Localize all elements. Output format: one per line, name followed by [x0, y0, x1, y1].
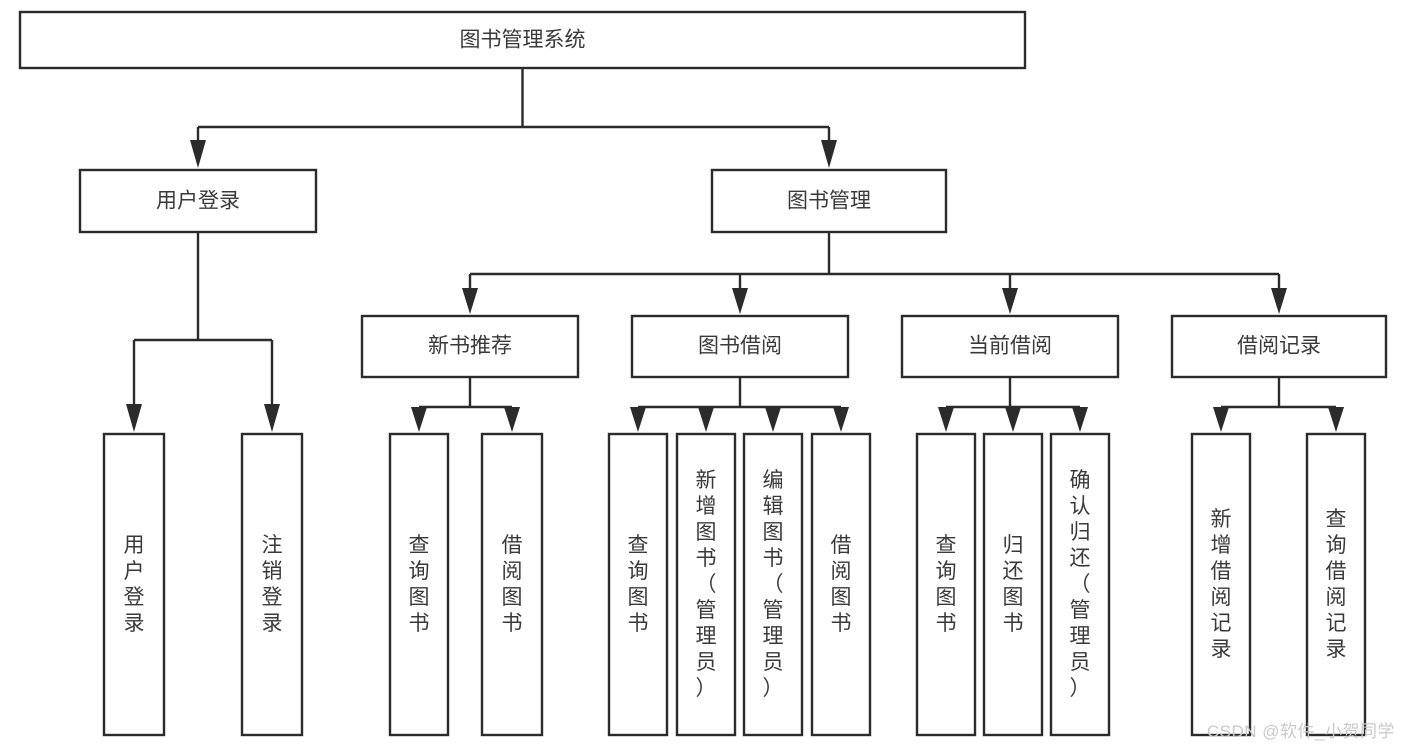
node-leaf-logout-box[interactable]	[240, 432, 304, 737]
csdn-watermark: CSDN @软件_小贺同学	[1206, 722, 1395, 741]
arrow-head-leaf-query-record	[1328, 407, 1344, 432]
node-leaf-query-book-borrow-box[interactable]	[607, 432, 669, 737]
node-borrow-record[interactable]: 借阅记录	[1170, 314, 1388, 379]
node-leaf-query-borrow-record-label: 查询借阅记录	[1326, 508, 1347, 661]
node-leaf-borrow-book-box[interactable]	[810, 432, 872, 737]
node-leaf-user-login-box[interactable]	[102, 432, 166, 737]
node-current-borrow[interactable]: 当前借阅	[900, 314, 1120, 379]
node-new-book-recommend[interactable]: 新书推荐	[360, 314, 580, 379]
node-book-borrow-box[interactable]	[630, 314, 850, 379]
node-leaf-query-book-rec[interactable]: 查询图书	[388, 432, 450, 737]
node-root[interactable]: 图书管理系统	[18, 10, 1027, 70]
node-root-box[interactable]	[18, 10, 1027, 70]
node-leaf-query-book-borrow[interactable]: 查询图书	[607, 432, 669, 737]
arrow-head-leaf-user-login	[126, 404, 142, 432]
arrow-head-current-borrow	[1002, 288, 1018, 314]
node-user-login[interactable]: 用户登录	[78, 168, 318, 234]
node-book-management-box[interactable]	[710, 168, 948, 234]
arrow-head-leaf-add-book	[698, 407, 714, 432]
node-leaf-query-book-rec-label: 查询图书	[409, 534, 430, 635]
node-leaf-user-login-label: 用户登录	[124, 534, 145, 635]
node-borrow-record-label: 借阅记录	[1237, 335, 1321, 358]
node-leaf-query-borrow-record-box[interactable]	[1305, 432, 1367, 737]
node-leaf-return-book-box[interactable]	[982, 432, 1044, 737]
arrow-head-leaf-borrow-book-1	[504, 407, 520, 432]
node-book-management-label: 图书管理	[787, 190, 871, 213]
node-leaf-query-borrow-record[interactable]: 查询借阅记录	[1305, 432, 1367, 737]
node-book-borrow[interactable]: 图书借阅	[630, 314, 850, 379]
node-leaf-add-book[interactable]: 新增图书（管理员）	[675, 432, 737, 737]
node-leaf-edit-book-box[interactable]	[742, 432, 804, 737]
arrow-head-leaf-query-book-2	[630, 407, 646, 432]
node-leaf-confirm-return[interactable]: 确认归还（管理员）	[1049, 432, 1111, 737]
arrow-head-book-mgmt	[821, 140, 837, 168]
node-leaf-add-book-label: 新增图书（管理员）	[696, 469, 717, 700]
node-new-book-recommend-box[interactable]	[360, 314, 580, 379]
node-new-book-recommend-label: 新书推荐	[428, 335, 512, 358]
node-leaf-borrow-book-label: 借阅图书	[831, 534, 852, 635]
arrow-head-book-borrow	[732, 288, 748, 314]
node-leaf-add-borrow-record-label: 新增借阅记录	[1211, 508, 1232, 661]
node-leaf-return-book[interactable]: 归还图书	[982, 432, 1044, 737]
arrow-head-leaf-return-book	[1005, 407, 1021, 432]
connector-layer	[126, 68, 1344, 432]
node-leaf-logout-label: 注销登录	[262, 534, 283, 635]
node-leaf-borrow-book-rec[interactable]: 借阅图书	[480, 432, 544, 737]
node-current-borrow-box[interactable]	[900, 314, 1120, 379]
node-leaf-confirm-return-box[interactable]	[1049, 432, 1111, 737]
node-user-login-label: 用户登录	[156, 190, 240, 213]
node-leaf-borrow-book-rec-box[interactable]	[480, 432, 544, 737]
node-root-label: 图书管理系统	[460, 29, 586, 52]
node-leaf-edit-book-label: 编辑图书（管理员）	[763, 469, 784, 700]
node-leaf-add-borrow-record[interactable]: 新增借阅记录	[1190, 432, 1252, 737]
arrow-head-user-login	[190, 140, 206, 168]
arrow-head-leaf-edit-book	[765, 407, 781, 432]
arrow-head-leaf-confirm-return	[1072, 407, 1088, 432]
node-leaf-edit-book[interactable]: 编辑图书（管理员）	[742, 432, 804, 737]
node-leaf-borrow-book-rec-label: 借阅图书	[502, 534, 523, 635]
node-leaf-query-book-current-label: 查询图书	[936, 534, 957, 635]
node-leaf-borrow-book[interactable]: 借阅图书	[810, 432, 872, 737]
node-user-login-box[interactable]	[78, 168, 318, 234]
arrow-head-leaf-borrow-book-2	[833, 407, 849, 432]
node-leaf-add-book-box[interactable]	[675, 432, 737, 737]
arrow-head-leaf-query-book-1	[411, 407, 427, 432]
node-leaf-add-borrow-record-box[interactable]	[1190, 432, 1252, 737]
arrow-head-leaf-add-record	[1213, 407, 1229, 432]
node-leaf-logout[interactable]: 注销登录	[240, 432, 304, 737]
arrow-head-new-book-rec	[462, 288, 478, 314]
node-leaf-user-login[interactable]: 用户登录	[102, 432, 166, 737]
node-leaf-return-book-label: 归还图书	[1003, 534, 1024, 635]
node-leaf-query-book-current[interactable]: 查询图书	[915, 432, 977, 737]
arrow-head-leaf-query-book-3	[938, 407, 954, 432]
node-book-borrow-label: 图书借阅	[698, 335, 782, 358]
node-book-management[interactable]: 图书管理	[710, 168, 948, 234]
node-borrow-record-box[interactable]	[1170, 314, 1388, 379]
node-leaf-query-book-rec-box[interactable]	[388, 432, 450, 737]
arrow-head-leaf-logout	[264, 404, 280, 432]
arrow-head-borrow-record	[1271, 288, 1287, 314]
node-leaf-confirm-return-label: 确认归还（管理员）	[1070, 469, 1091, 700]
node-current-borrow-label: 当前借阅	[968, 335, 1052, 358]
node-leaf-query-book-borrow-label: 查询图书	[628, 534, 649, 635]
node-leaf-query-book-current-box[interactable]	[915, 432, 977, 737]
